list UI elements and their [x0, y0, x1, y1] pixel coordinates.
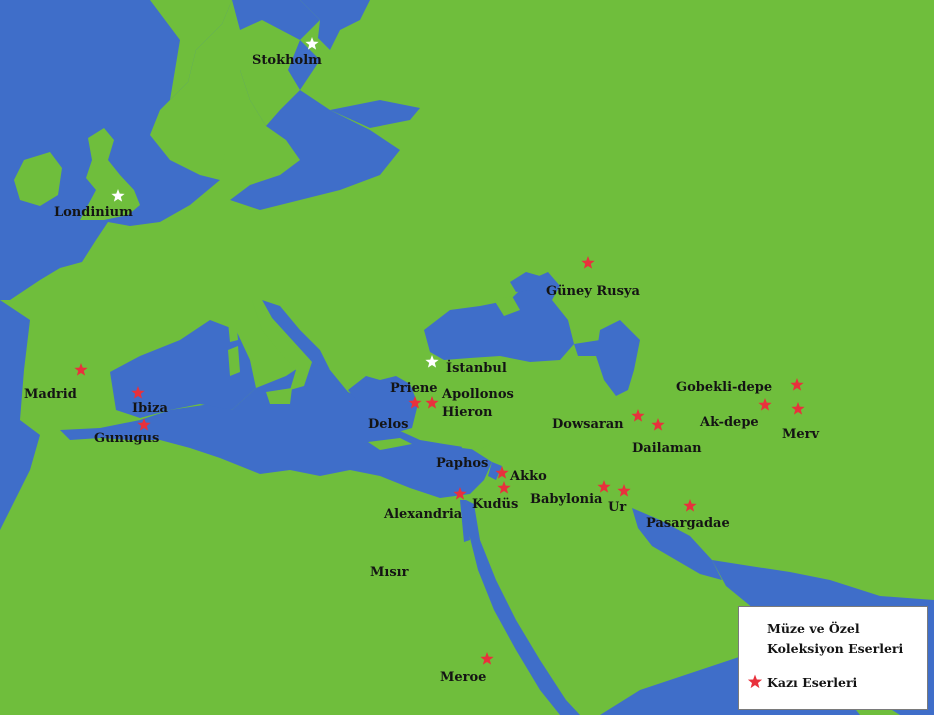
corsica	[228, 318, 238, 342]
denmark	[200, 140, 226, 170]
legend-item-excavation: Kazı Eserleri	[747, 673, 857, 693]
legend-label-excavation: Kazı Eserleri	[767, 675, 858, 690]
place-label-stokholm: Stokholm	[252, 53, 322, 68]
scandinavia	[150, 0, 232, 100]
place-label-akko: Akko	[509, 469, 547, 484]
gulf-of-suez	[460, 500, 470, 542]
sweden-coast	[240, 20, 300, 126]
place-label-priene: Priene	[390, 381, 438, 396]
red-star-icon-guney-rusya	[581, 256, 595, 269]
red-star-icon-alexandria	[453, 487, 467, 500]
place-label-ur: Ur	[608, 500, 626, 515]
red-star-icon-priene	[408, 396, 422, 409]
adriatic-sea	[262, 300, 330, 370]
persian-gulf	[632, 508, 722, 580]
legend-label-museum: Müze ve Özel Koleksiyon Eserleri	[767, 621, 904, 656]
atlantic-ocean-south	[0, 300, 40, 530]
red-star-icon-pasargadae	[683, 499, 697, 512]
red-star-icon-madrid	[74, 363, 88, 376]
sea-of-azov	[510, 272, 540, 292]
legend: Müze ve Özel Koleksiyon Eserleri Kazı Es…	[738, 606, 928, 710]
red-star-icon-babylonia	[597, 480, 611, 493]
place-label-merv: Merv	[782, 427, 820, 442]
levant-coast	[488, 462, 502, 480]
red-star-icon-ibiza	[131, 386, 145, 399]
red-star-icon-dailaman	[651, 418, 665, 431]
red-star-icon-gobekli-depe	[790, 378, 804, 391]
place-label-gobekli-depe: Gobekli-depe	[676, 380, 772, 395]
red-star-icon-ur	[617, 484, 631, 497]
sicily	[266, 388, 292, 404]
aegean-sea	[348, 376, 418, 432]
red-star-icon-merv	[791, 402, 805, 415]
western-mediterranean	[110, 320, 256, 418]
red-star-icon-meroe	[480, 652, 494, 665]
place-label-londinium: Londinium	[54, 205, 133, 220]
red-star-icon-ak-depe	[758, 398, 772, 411]
place-label-guney-rusya: Güney Rusya	[546, 284, 640, 299]
gulf-of-bothnia	[300, 0, 370, 50]
red-star-icon-apollonos-hieron	[425, 396, 439, 409]
atlantic-ocean	[0, 0, 232, 300]
river-caucasus	[574, 340, 600, 356]
red-star-icon-kudus	[497, 481, 511, 494]
place-label-babylonia: Babylonia	[530, 492, 603, 507]
place-label-alexandria: Alexandria	[383, 507, 463, 522]
sardinia	[228, 346, 240, 376]
legend-item-museum: Müze ve Özel Koleksiyon Eserleri	[747, 619, 903, 659]
place-label-kudus: Kudüs	[472, 497, 518, 512]
place-label-madrid: Madrid	[24, 387, 77, 402]
place-label-ibiza: Ibiza	[132, 401, 168, 416]
white-star-icon-istanbul	[425, 355, 439, 368]
place-label-gunugus: Gunugus	[94, 431, 159, 446]
caspian-sea	[596, 320, 640, 396]
black-sea	[424, 272, 574, 362]
place-label-istanbul: İstanbul	[446, 360, 507, 376]
great-britain	[80, 128, 140, 220]
red-star-icon-akko	[495, 466, 509, 479]
red-star-icon	[747, 674, 763, 689]
white-star-icon	[747, 620, 763, 635]
white-star-icon-stokholm	[305, 37, 319, 50]
place-label-dowsaran: Dowsaran	[552, 417, 624, 432]
white-star-icon-londinium	[111, 189, 125, 202]
mediterranean-sea	[60, 360, 492, 498]
place-label-ak-depe: Ak-depe	[699, 415, 759, 430]
place-label-misir: Mısır	[370, 565, 409, 580]
red-star-icon-dowsaran	[631, 409, 645, 422]
place-label-delos: Delos	[368, 417, 408, 432]
finland-gulf	[330, 100, 420, 128]
crimea	[494, 296, 520, 316]
cyprus	[460, 436, 492, 450]
place-label-paphos: Paphos	[436, 456, 488, 471]
place-label-pasargadae: Pasargadae	[646, 516, 730, 531]
crete	[368, 438, 412, 450]
red-star-icon-gunugus	[137, 418, 151, 431]
place-label-meroe: Meroe	[440, 670, 486, 685]
place-label-dailaman: Dailaman	[632, 441, 702, 456]
marker-layer	[74, 37, 805, 665]
tyrrhenian-italy	[252, 300, 312, 390]
ireland	[14, 152, 62, 206]
